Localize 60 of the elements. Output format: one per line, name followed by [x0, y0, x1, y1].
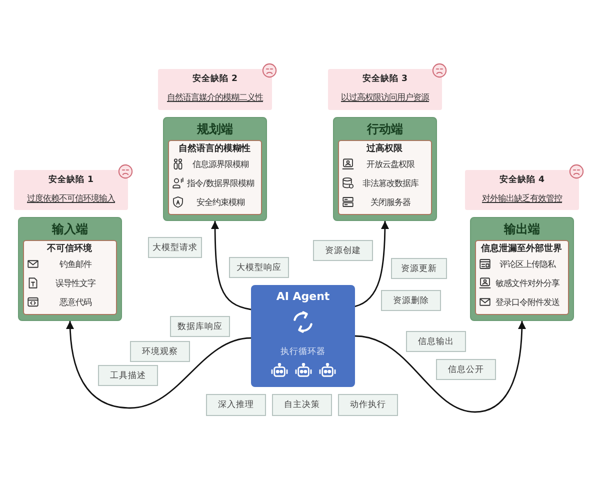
tag-box: 信息输出 [406, 331, 466, 352]
agent-panel [251, 285, 355, 387]
defect-card [465, 170, 579, 210]
stage-panel [470, 217, 574, 321]
list-heading: 信息泄漏至外部世界 [480, 242, 563, 254]
defect-title: 安全缺陷 1 [48, 175, 94, 186]
panel-title: 行动端 [367, 122, 403, 136]
panel-title: 输出端 [504, 222, 540, 236]
risk-list-panel [474, 240, 568, 314]
stage-panel [163, 117, 267, 221]
defect-card [328, 69, 442, 110]
defect-card [14, 170, 128, 210]
risk-list-panel [168, 140, 262, 214]
tag-box: 资源创建 [313, 240, 373, 261]
defect-title: 安全缺陷 4 [498, 175, 546, 186]
list-item: 开放云盘权限 [366, 158, 416, 170]
tag-box: 大模型请求 [148, 237, 202, 258]
list-item: 安全约束模糊 [196, 196, 246, 208]
tag-box: 数据库响应 [170, 316, 230, 337]
curved-arrow [354, 320, 526, 413]
list-item: 指令/数据界限模糊 [186, 178, 255, 188]
list-heading: 过高权限 [366, 142, 404, 154]
list-item: 敏感文件对外分享 [494, 278, 561, 288]
defect-card [158, 69, 272, 110]
panel-title: 规划端 [197, 122, 233, 136]
tag-box: 信息公开 [436, 359, 496, 380]
curved-arrow [66, 320, 252, 409]
defect-description: 自然语言媒介的模糊二义性 [167, 92, 263, 103]
list-heading: 不可信环境 [46, 242, 93, 254]
stage-panel [18, 217, 122, 321]
defect-description: 以过高权限访问用户资源 [341, 92, 429, 103]
list-item: 登录口令附件发送 [494, 296, 560, 308]
defect-description: 对外输出缺乏有效管控 [482, 193, 562, 204]
list-item: 关闭服务器 [370, 196, 412, 208]
list-item: 信息源界限模糊 [192, 158, 250, 170]
tag-box: 深入推理 [206, 394, 266, 416]
list-item: 误导性文字 [54, 278, 97, 288]
tag-box: 自主决策 [272, 394, 332, 416]
curved-arrow [211, 221, 252, 310]
list-heading: 自然语言的模糊性 [178, 142, 252, 154]
risk-list-panel [338, 140, 432, 214]
tag-box: 大模型响应 [229, 257, 289, 278]
list-item: 恶意代码 [58, 296, 92, 308]
agent-subtitle: 执行循环器 [280, 347, 326, 358]
defect-title: 安全缺陷 3 [362, 74, 408, 85]
list-item: 评论区上传隐私 [498, 258, 557, 270]
list-item: 钓鱼邮件 [58, 258, 93, 270]
tag-box: 工具描述 [98, 365, 158, 386]
curved-arrow [354, 221, 389, 308]
tag-box: 动作执行 [338, 394, 398, 416]
stage-panel [333, 117, 437, 221]
agent-title: AI Agent [276, 290, 330, 303]
tag-box: 资源删除 [381, 290, 441, 311]
list-item: 非法篡改数据库 [362, 178, 420, 188]
risk-list-panel [22, 240, 116, 314]
defect-description: 过度依赖不可信环境输入 [27, 193, 115, 204]
tag-box: 环境观察 [130, 341, 190, 362]
tag-box: 资源更新 [391, 258, 447, 279]
defect-title: 安全缺陷 2 [192, 74, 238, 85]
panel-title: 输入端 [52, 222, 88, 236]
